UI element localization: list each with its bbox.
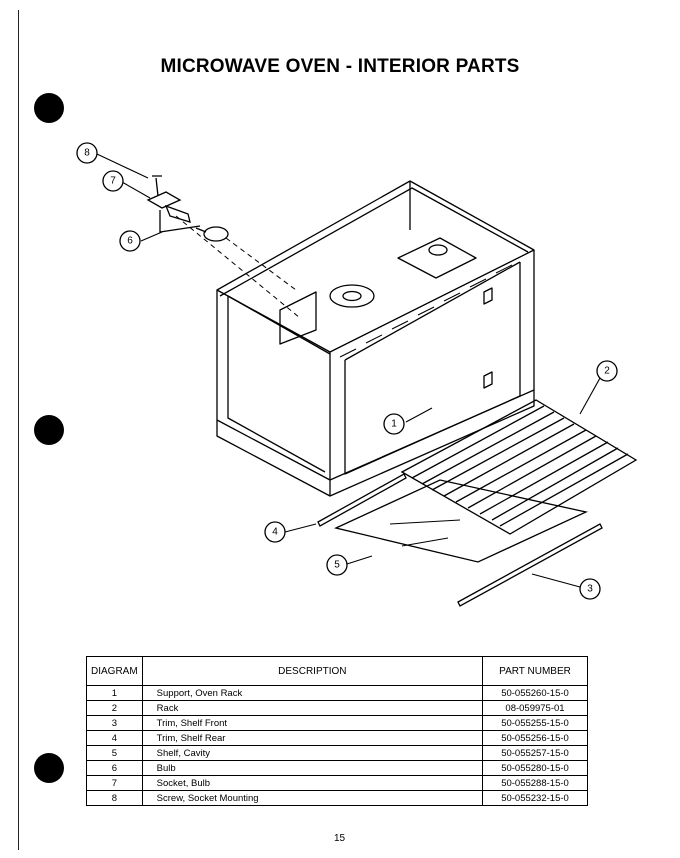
parts-table-header: DIAGRAM DESCRIPTION PART NUMBER bbox=[86, 656, 588, 686]
cell-description: Trim, Shelf Rear bbox=[141, 730, 484, 746]
callout-1: 1 bbox=[383, 413, 405, 435]
page-title: MICROWAVE OVEN - INTERIOR PARTS bbox=[160, 56, 520, 77]
svg-text:8: 8 bbox=[84, 148, 90, 159]
cell-description: Trim, Shelf Front bbox=[141, 715, 484, 731]
callout-2: 2 bbox=[596, 360, 618, 382]
trim-shelf-front bbox=[457, 523, 603, 607]
header-description: DESCRIPTION bbox=[141, 656, 484, 686]
cell-part-number: 50-055260-15-0 bbox=[482, 685, 588, 701]
cell-diagram: 4 bbox=[86, 730, 143, 746]
cell-part-number: 50-055288-15-0 bbox=[482, 775, 588, 791]
cell-part-number: 50-055256-15-0 bbox=[482, 730, 588, 746]
page-border bbox=[18, 10, 659, 850]
exploded-parts-diagram: 8 7 6 1 2 3 4 5 bbox=[76, 142, 638, 607]
cell-diagram: 2 bbox=[86, 700, 143, 716]
oven-cavity bbox=[216, 180, 535, 481]
rack bbox=[400, 399, 638, 535]
svg-text:5: 5 bbox=[334, 560, 340, 571]
cell-description: Bulb bbox=[141, 760, 484, 776]
cell-diagram: 5 bbox=[86, 745, 143, 761]
svg-text:2: 2 bbox=[604, 366, 610, 377]
cell-part-number: 50-055255-15-0 bbox=[482, 715, 588, 731]
cell-part-number: 08-059975-01 bbox=[482, 700, 588, 716]
header-part-number: PART NUMBER bbox=[482, 656, 588, 686]
callout-5: 5 bbox=[326, 554, 348, 576]
cell-part-number: 50-055257-15-0 bbox=[482, 745, 588, 761]
cell-description: Rack bbox=[141, 700, 484, 716]
binder-hole-middle bbox=[34, 415, 64, 445]
bulb bbox=[203, 226, 229, 242]
header-diagram: DIAGRAM bbox=[86, 656, 143, 686]
svg-text:3: 3 bbox=[587, 584, 593, 595]
callout-4: 4 bbox=[264, 521, 286, 543]
binder-hole-top bbox=[34, 93, 64, 123]
svg-text:6: 6 bbox=[127, 236, 133, 247]
shelf-cavity bbox=[334, 479, 589, 563]
cell-diagram: 6 bbox=[86, 760, 143, 776]
cell-description: Shelf, Cavity bbox=[141, 745, 484, 761]
cell-part-number: 50-055232-15-0 bbox=[482, 790, 588, 806]
trim-shelf-rear bbox=[317, 473, 407, 527]
cell-description: Screw, Socket Mounting bbox=[141, 790, 484, 806]
cell-diagram: 8 bbox=[86, 790, 143, 806]
cell-diagram: 3 bbox=[86, 715, 143, 731]
cell-diagram: 1 bbox=[86, 685, 143, 701]
cell-diagram: 7 bbox=[86, 775, 143, 791]
stirrer-disk bbox=[329, 284, 375, 308]
callout-3: 3 bbox=[579, 578, 601, 600]
svg-text:1: 1 bbox=[391, 419, 397, 430]
callout-6: 6 bbox=[119, 230, 141, 252]
binder-hole-bottom bbox=[34, 753, 64, 783]
callout-8: 8 bbox=[76, 142, 98, 164]
cell-part-number: 50-055280-15-0 bbox=[482, 760, 588, 776]
svg-text:4: 4 bbox=[272, 527, 278, 538]
page-number: 15 bbox=[334, 833, 346, 844]
cell-description: Support, Oven Rack bbox=[141, 685, 484, 701]
cell-description: Socket, Bulb bbox=[141, 775, 484, 791]
callout-7: 7 bbox=[102, 170, 124, 192]
socket-bulb bbox=[146, 191, 182, 209]
svg-text:7: 7 bbox=[110, 176, 116, 187]
screw-socket-mounting bbox=[152, 175, 162, 197]
